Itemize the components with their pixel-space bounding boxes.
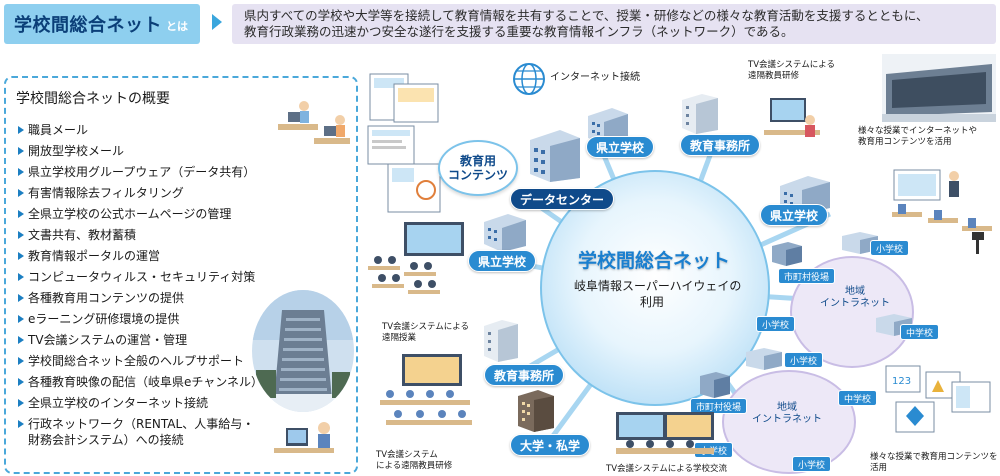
data-center-label: データセンター [510, 188, 615, 210]
regional-intranet-cloud-lower [722, 370, 856, 474]
triangle-bullet-icon [18, 147, 24, 155]
globe-icon [513, 63, 545, 95]
network-diagram: 学校間総合ネット 岐阜情報スーパーハイウェイの 利用 インターネット接続 [360, 50, 1000, 476]
description-line-1: 県内すべての学校や大学等を接続して教育情報を共有することで、授業・研修などの様々… [244, 8, 929, 23]
junior-high-upper: 中学校 [900, 324, 940, 340]
contents-line-1: 教育用 [459, 154, 496, 168]
center-title: 学校間総合ネット [578, 250, 731, 272]
list-item: 開放型学校メール [18, 143, 263, 164]
caption-tv-exchange: TV会議システムによる学校交流 [606, 464, 727, 474]
triangle-bullet-icon [18, 273, 24, 281]
office-desk-illustration [278, 101, 350, 144]
caption-tv-training-bottom: TV会議システム による遠隔教員研修 [376, 450, 453, 471]
center-subtitle-line-2: 利用 [639, 295, 664, 309]
list-item: 学校間総合ネット全般のヘルプサポート [18, 353, 263, 374]
node-board-office-bottom: 教育事務所 [484, 364, 565, 386]
prefectural-school-building-left [484, 214, 526, 252]
caption-tv-training-top: TV会議システムによる 遠隔教員研修 [748, 60, 835, 81]
junior-high-lower: 中学校 [838, 390, 878, 406]
overview-list: 職員メール 開放型学校メール 県立学校用グループウェア（データ共有） 有害情報除… [18, 122, 263, 452]
header-arrow-icon [212, 14, 222, 30]
triangle-bullet-icon [18, 315, 24, 323]
regional-intranet-cloud-upper [790, 256, 914, 368]
elementary-upper-1: 小学校 [870, 240, 910, 256]
page-title: 学校間総合ネット とは [4, 4, 200, 44]
list-item: 職員メール [18, 122, 263, 143]
caption-internet-use: 様々な授業でインターネットや 教育用コンテンツを活用 [858, 126, 978, 147]
regional-intranet-label-upper: 地域 イントラネット [820, 286, 890, 309]
header-description: 県内すべての学校や大学等を接続して教育情報を共有することで、授業・研修などの様々… [232, 4, 996, 44]
list-item: 有害情報除去フィルタリング [18, 185, 263, 206]
school-building-icon [746, 348, 782, 370]
node-prefectural-school-top: 県立学校 [586, 136, 655, 158]
overview-panel: 学校間総合ネットの概要 職員メール 開放型学校メール 県立学校用グループウェア（… [4, 76, 358, 474]
prefectural-office-building-photo [252, 290, 354, 412]
triangle-bullet-icon [18, 378, 24, 386]
node-prefectural-school-left: 県立学校 [468, 250, 537, 272]
contents-line-2: コンテンツ [447, 168, 508, 182]
triangle-bullet-icon [18, 168, 24, 176]
city-office-building-lower [700, 372, 730, 398]
elementary-upper-2: 小学校 [756, 316, 796, 332]
list-item: 全県立学校の公式ホームページの管理 [18, 206, 263, 227]
triangle-bullet-icon [18, 399, 24, 407]
regional-intranet-label-lower: 地域 イントラネット [752, 402, 822, 425]
list-item: eラーニング研修環境の提供 [18, 311, 263, 332]
city-office-upper: 市町村役場 [778, 268, 836, 284]
list-item: 全県立学校のインターネット接続 [18, 395, 263, 416]
triangle-bullet-icon [18, 294, 24, 302]
remote-class-scene-illustration [368, 222, 464, 294]
triangle-bullet-icon [18, 336, 24, 344]
gifu-prefecture-sign-photo [882, 54, 996, 122]
svg-text:123: 123 [892, 376, 911, 387]
triangle-bullet-icon [18, 357, 24, 365]
triangle-bullet-icon [18, 252, 24, 260]
city-office-building-upper [772, 242, 802, 266]
list-item: コンピュータウィルス・セキュリティ対策 [18, 269, 263, 290]
caption-tv-remote-class: TV会議システムによる 遠隔授業 [382, 322, 469, 343]
title-main: 学校間総合ネット [14, 15, 162, 36]
educational-contents-badge: 教育用 コンテンツ [438, 140, 518, 196]
board-office-building-bottom [484, 320, 518, 362]
list-item: 県立学校用グループウェア（データ共有） [18, 164, 263, 185]
school-exchange-scene-illustration [616, 412, 714, 454]
board-office-building-top [682, 94, 718, 134]
triangle-bullet-icon [18, 231, 24, 239]
list-item: 文書共有、教材蓄積 [18, 227, 263, 248]
overview-title: 学校間総合ネットの概要 [16, 91, 170, 107]
title-suffix: とは [166, 20, 188, 33]
elementary-lower-3: 小学校 [792, 456, 832, 472]
description-line-2: 教育行政業務の迅速かつ安全な遂行を支援する重要な教育情報インフラ（ネットワーク）… [244, 24, 794, 39]
center-subtitle-line-1: 岐阜情報スーパーハイウェイの [574, 279, 742, 293]
node-prefectural-school-right: 県立学校 [760, 204, 829, 226]
university-building-illustration [518, 390, 554, 432]
person-at-computer-illustration [274, 422, 334, 453]
node-university: 大学・私学 [510, 434, 591, 456]
internet-connection-label: インターネット接続 [550, 72, 640, 83]
list-item: TV会議システムの運営・管理 [18, 332, 263, 353]
remote-teacher-training-scene-illustration [380, 354, 472, 425]
classroom-internet-lesson-illustration [892, 169, 992, 254]
node-board-office-top: 教育事務所 [680, 134, 761, 156]
remote-training-scene-illustration [764, 98, 820, 137]
elementary-lower-1: 小学校 [784, 352, 824, 368]
list-item: 各種教育用コンテンツの提供 [18, 290, 263, 311]
triangle-bullet-icon [18, 189, 24, 197]
list-item: 各種教育映像の配信（岐阜県eチャンネル） [18, 374, 263, 395]
list-item: 教育情報ポータルの運営 [18, 248, 263, 269]
data-center-building-illustration [530, 130, 580, 182]
educational-contents-screens-illustration [367, 73, 439, 165]
triangle-bullet-icon [18, 126, 24, 134]
triangle-bullet-icon [18, 420, 24, 428]
center-subtitle: 岐阜情報スーパーハイウェイの 利用 [574, 278, 742, 310]
lesson-material-screen-illustration [387, 163, 441, 213]
educational-contents-cards-illustration: 123 [885, 365, 991, 433]
list-item: 行政ネットワーク（RENTAL、人事給与・ 財務会計システム）への接続 [18, 416, 263, 452]
city-office-lower: 市町村役場 [690, 398, 748, 414]
caption-contents-use: 様々な授業で教育用コンテンツを活用 [870, 452, 998, 473]
triangle-bullet-icon [18, 210, 24, 218]
